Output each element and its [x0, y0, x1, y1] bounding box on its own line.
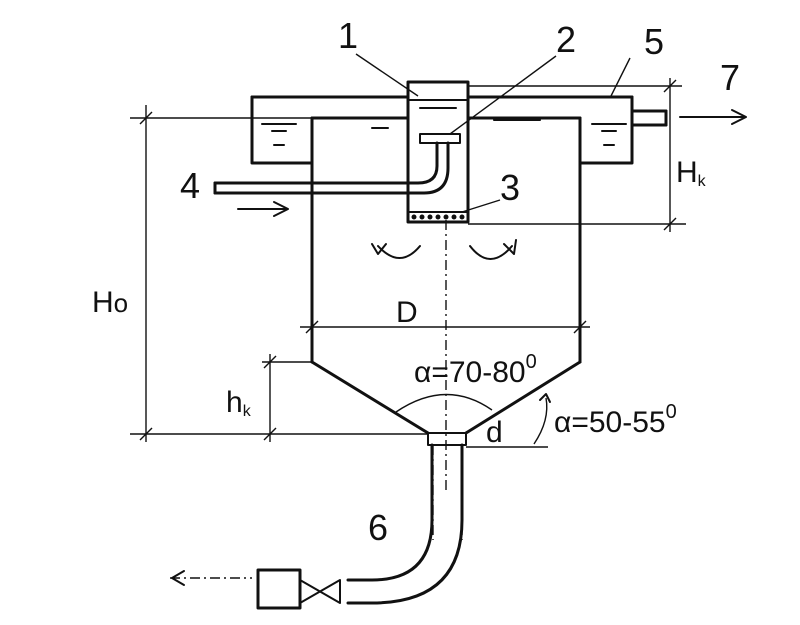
label-7: 7	[720, 57, 740, 98]
flow-arrows	[237, 109, 747, 260]
label-d-big: D	[396, 296, 418, 329]
vessel-body	[310, 116, 582, 446]
label-hk-right: Hk	[676, 156, 707, 190]
label-2: 2	[556, 19, 576, 60]
dimension-lines	[130, 78, 686, 448]
label-alpha-top: α=70-800	[414, 351, 537, 389]
label-ho: Ho	[92, 286, 128, 319]
label-5: 5	[644, 21, 664, 62]
label-3: 3	[500, 167, 520, 208]
label-hk-small: hk	[226, 386, 252, 420]
inlet-pipe	[213, 133, 461, 195]
collecting-trough	[250, 95, 634, 165]
label-6: 6	[368, 507, 388, 548]
label-d-small: d	[486, 416, 503, 449]
label-4: 4	[180, 165, 200, 206]
discharge-arrow-icon	[171, 570, 185, 586]
label-1: 1	[338, 15, 358, 56]
distributor-screen	[407, 211, 469, 223]
spreader	[419, 133, 461, 144]
sludge-pipe	[256, 443, 464, 610]
central-well	[406, 80, 470, 224]
valve-icon	[299, 579, 341, 604]
label-alpha-side: α=50-550	[554, 401, 677, 439]
overflow-outlet	[630, 109, 668, 127]
leader-lines	[355, 53, 631, 213]
